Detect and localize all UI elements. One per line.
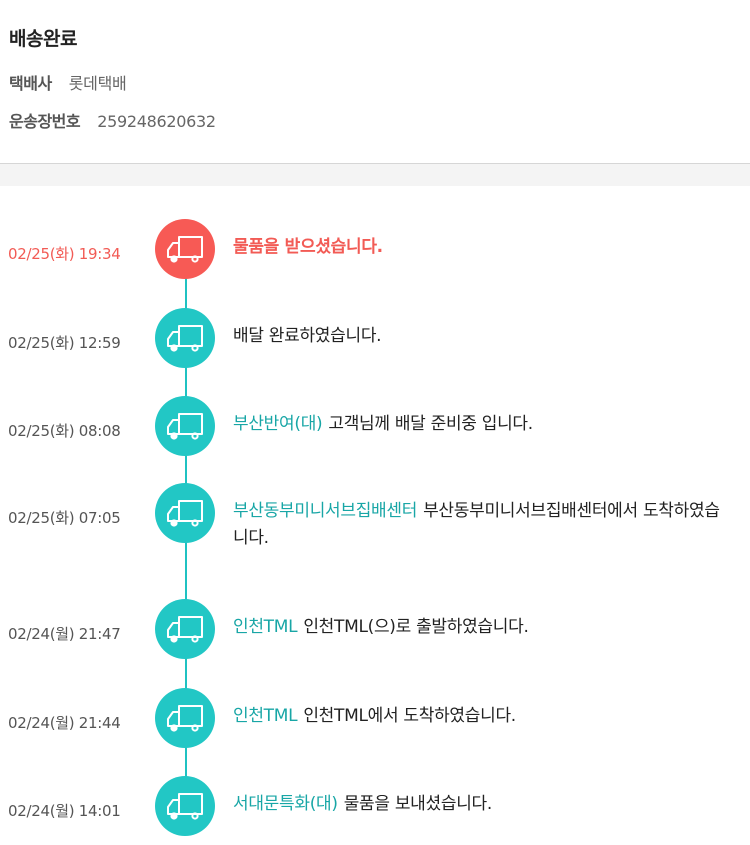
waybill-row: 운송장번호 259248620632 — [9, 108, 216, 132]
event-description: 서대문특화(대)물품을 보내셨습니다. — [233, 791, 733, 818]
delivery-truck-icon — [155, 599, 215, 659]
event-timestamp: 02/24(월) 21:44 — [8, 714, 121, 732]
delivery-info-header: 배송완료 택배사 롯데택배 운송장번호 259248620632 — [0, 0, 750, 164]
event-timestamp: 02/25(화) 19:34 — [8, 245, 121, 263]
event-message: 인천TML에서 도착하였습니다. — [303, 706, 516, 726]
event-timestamp: 02/24(월) 14:01 — [8, 802, 121, 820]
event-timestamp: 02/24(월) 21:47 — [8, 625, 121, 643]
delivery-truck-icon — [155, 219, 215, 279]
event-description: 부산반여(대)고객님께 배달 준비중 입니다. — [233, 411, 733, 438]
waybill-label: 운송장번호 — [9, 112, 81, 131]
event-timestamp: 02/25(화) 08:08 — [8, 422, 121, 440]
event-location: 서대문특화(대) — [233, 794, 338, 814]
event-location: 부산동부미니서브집배센터 — [233, 501, 418, 521]
waybill-number: 259248620632 — [97, 112, 216, 131]
delivery-status-title: 배송완료 — [9, 28, 77, 50]
event-message: 고객님께 배달 준비중 입니다. — [328, 414, 533, 434]
event-location: 인천TML — [233, 617, 298, 637]
delivery-truck-icon — [155, 688, 215, 748]
event-message: 부산동부미니서브집배센터에서 도착하였습니다. — [233, 501, 720, 548]
event-location: 부산반여(대) — [233, 414, 323, 434]
event-location: 인천TML — [233, 706, 298, 726]
delivery-truck-icon — [155, 776, 215, 836]
carrier-value: 롯데택배 — [68, 74, 127, 93]
tracking-timeline: 02/25(화) 19:34 물품을 받으셨습니다. 02/25(화) 12:59 배… — [0, 186, 750, 845]
carrier-label: 택배사 — [9, 74, 52, 93]
event-description: 배달 완료하였습니다. — [233, 323, 733, 350]
event-message: 물품을 보내셨습니다. — [343, 794, 493, 814]
carrier-row: 택배사 롯데택배 — [9, 70, 127, 94]
delivery-truck-icon — [155, 396, 215, 456]
event-message: 배달 완료하였습니다. — [233, 326, 382, 346]
section-divider-band — [0, 164, 750, 186]
delivery-truck-icon — [155, 308, 215, 368]
event-message: 인천TML(으)로 출발하였습니다. — [303, 617, 529, 637]
event-timestamp: 02/25(화) 12:59 — [8, 334, 121, 352]
event-description: 물품을 받으셨습니다. — [233, 234, 733, 261]
event-message: 물품을 받으셨습니다. — [233, 237, 383, 257]
event-timestamp: 02/25(화) 07:05 — [8, 509, 121, 527]
delivery-truck-icon — [155, 483, 215, 543]
